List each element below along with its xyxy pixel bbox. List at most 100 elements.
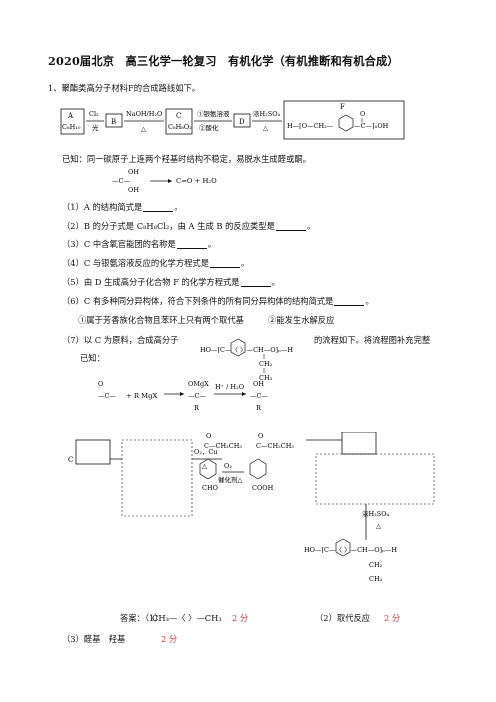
arrowhead-icon (180, 392, 184, 396)
known-condition: 已知：同一碳原子上连两个羟基时结构不稳定，易脱水生成醛或酮。 (62, 154, 311, 164)
answer-2: （2）取代反应 (315, 613, 371, 623)
arrowhead-icon (168, 179, 172, 183)
arrowhead-icon (242, 392, 246, 396)
box-f-label: F (340, 103, 345, 111)
question-1-1: （1）A 的结构简式是。 (62, 202, 183, 212)
hydroxyl-product: OH (253, 380, 264, 388)
box-a-label: A (67, 112, 74, 120)
box-c-label: C (176, 112, 181, 120)
box-c-formula: C₈H₈O₂ (168, 123, 192, 131)
dashed-answer-box-2 (315, 453, 435, 505)
intermediate-1-bottom: CHO (202, 484, 218, 492)
target-ch3: CH₃ (259, 374, 273, 382)
box-a-formula: C₈H₁₀ (62, 123, 81, 131)
answer-blank-5[interactable] (240, 277, 271, 287)
box-a (60, 108, 85, 135)
target-polymer-structure: HO—[C—〈 〉—CH—O]ₙ—H CH₂ CH₃ (200, 338, 293, 382)
central-carbon: —C— (112, 177, 130, 185)
benzene-ring-icon (338, 114, 354, 132)
question-1-7-task: 的流程如下。将流程图补充完整 (314, 335, 431, 345)
grignard-reagent: + R MgX (126, 392, 157, 400)
final-polymer: HO—[C—〈 〉—CH—O]ₙ—H (304, 546, 397, 554)
score-1: 2 分 (232, 613, 249, 623)
isomer-condition-2: ②能发生水解反应 (268, 315, 335, 325)
benzene-ring-icon (230, 338, 246, 357)
product-carbon: —C— (250, 392, 268, 400)
question-1-4: （4）C 与银氨溶液反应的化学方程式是。 (62, 258, 250, 268)
intermediate-carbon: —C— (188, 392, 206, 400)
o2-condition: O₂ (224, 462, 232, 470)
heat-condition-1: △ (141, 125, 146, 133)
question-1-7-intro: （7）以 C 为原料，合成高分子 (62, 335, 179, 345)
box-f (283, 100, 405, 140)
answer-box-2 (341, 432, 377, 455)
box-c (165, 108, 193, 135)
synthesis-route-diagram: A C₈H₁₀ Cl₂ 光 B NaOH/H₂O △ C C₈H₈O₂ ①银氨溶… (60, 100, 405, 140)
question-1-2: （2）B 的分子式是 C₈H₈Cl₂，由 A 生成 B 的反应类型是。 (62, 221, 316, 231)
answer-label-1: 答案：（1） (120, 613, 163, 623)
polymer-f-right: —C—]ₙOH (354, 122, 389, 130)
h2so4-reagent: 浓H₂SO₄ (253, 109, 281, 118)
carbonyl-carbon: —C— (98, 392, 116, 400)
synthesis-flow-diagram: C O₂，Cu △ O C—CH₂CH₃ CHO O₂ 催化剂△ O C—CH₂… (68, 432, 435, 583)
o2-cu-condition: O₂，Cu (194, 448, 218, 456)
r-group-2: R (256, 404, 262, 412)
acidify-step: ②酸化 (199, 123, 219, 132)
hydroxyl-top: OH (128, 168, 139, 176)
h2so4-condition: 浓H₂SO₄ (362, 509, 390, 518)
silver-reagent: ①银氨溶液 (197, 109, 230, 118)
answer-1: CH₃—〈 〉—CH₃ (152, 613, 222, 623)
heat-condition-2: △ (263, 124, 268, 132)
dehydration-product: C=O + H₂O (176, 177, 217, 185)
answer-3: （3）醛基 羟基 (62, 634, 126, 644)
box-b (105, 113, 123, 128)
answer-blank-3[interactable] (176, 239, 207, 249)
heat-condition: △ (202, 462, 207, 470)
grignard-equation: O —C— + R MgX OMgX —C— R H⁺ / H₂O OH —C—… (98, 380, 268, 412)
benzene-ring-icon (249, 458, 267, 480)
carbonyl-oxygen: O (98, 380, 103, 388)
score-2: 2 分 (384, 613, 401, 623)
final-ch2: CH₂ (369, 561, 383, 569)
hydroxyl-bottom: OH (128, 186, 139, 194)
naoh-reagent: NaOH/H₂O (126, 110, 162, 118)
final-ch3: CH₃ (369, 575, 383, 583)
box-d (233, 113, 251, 128)
score-3: 2 分 (161, 634, 178, 644)
intermediate-2-top: C—CH₂CH₃ (256, 442, 294, 450)
target-ch2: CH₂ (259, 360, 273, 368)
answer-blank-2[interactable] (275, 221, 306, 231)
known-label-2: 已知： (80, 353, 105, 363)
intermediate-1-top: C—CH₂CH₃ (204, 442, 242, 450)
polymer-f-left: H—[O—CH₂— (287, 122, 334, 130)
answer-blank-4[interactable] (210, 258, 241, 268)
r-group-1: R (194, 404, 200, 412)
flow-start-c: C (68, 456, 73, 464)
ketone-oxygen-1: O (206, 432, 211, 440)
heat-condition-2: △ (376, 522, 381, 530)
cl2-reagent: Cl₂ (89, 110, 99, 118)
question-1-intro: 1、聚酯类高分子材料F的合成路线如下。 (48, 83, 201, 93)
answer-blank-6[interactable] (334, 296, 365, 306)
diol-dehydration-equation: OH —C— OH C=O + H₂O (112, 168, 217, 194)
box-b-label: B (111, 118, 116, 126)
polymer-f-oxygen: O (360, 110, 365, 118)
answer-blank-1[interactable] (143, 202, 174, 212)
intermediate-2-bottom: COOH (252, 484, 274, 492)
target-polymer-chain: HO—[C—〈 〉—CH—O]ₙ—H (200, 346, 293, 354)
page-title: 2020届北京 高三化学一轮复习 有机化学（有机推断和有机合成） (48, 54, 399, 68)
question-1-3: （3）C 中含氧官能团的名称是。 (62, 239, 217, 249)
isomer-condition-1: ①属于芳香族化合物且苯环上只有两个取代基 (78, 315, 244, 325)
hydrolysis-condition: H⁺ / H₂O (215, 383, 244, 391)
dashed-answer-box-1 (121, 439, 193, 517)
question-1-6: （6）C 有多种同分异构体，符合下列条件的所有同分异构体的结构简式是。 (62, 296, 374, 306)
ketone-oxygen-2: O (258, 432, 263, 440)
omgx-group: OMgX (188, 380, 209, 388)
question-1-5: （5）由 D 生成高分子化合物 F 的化学方程式是。 (62, 277, 280, 287)
benzene-ring-icon (335, 538, 351, 557)
catalyst-condition: 催化剂△ (218, 475, 243, 484)
answer-box-1 (75, 439, 111, 465)
light-condition: 光 (92, 123, 99, 132)
benzene-ring-icon (199, 458, 217, 480)
box-d-label: D (239, 118, 245, 126)
